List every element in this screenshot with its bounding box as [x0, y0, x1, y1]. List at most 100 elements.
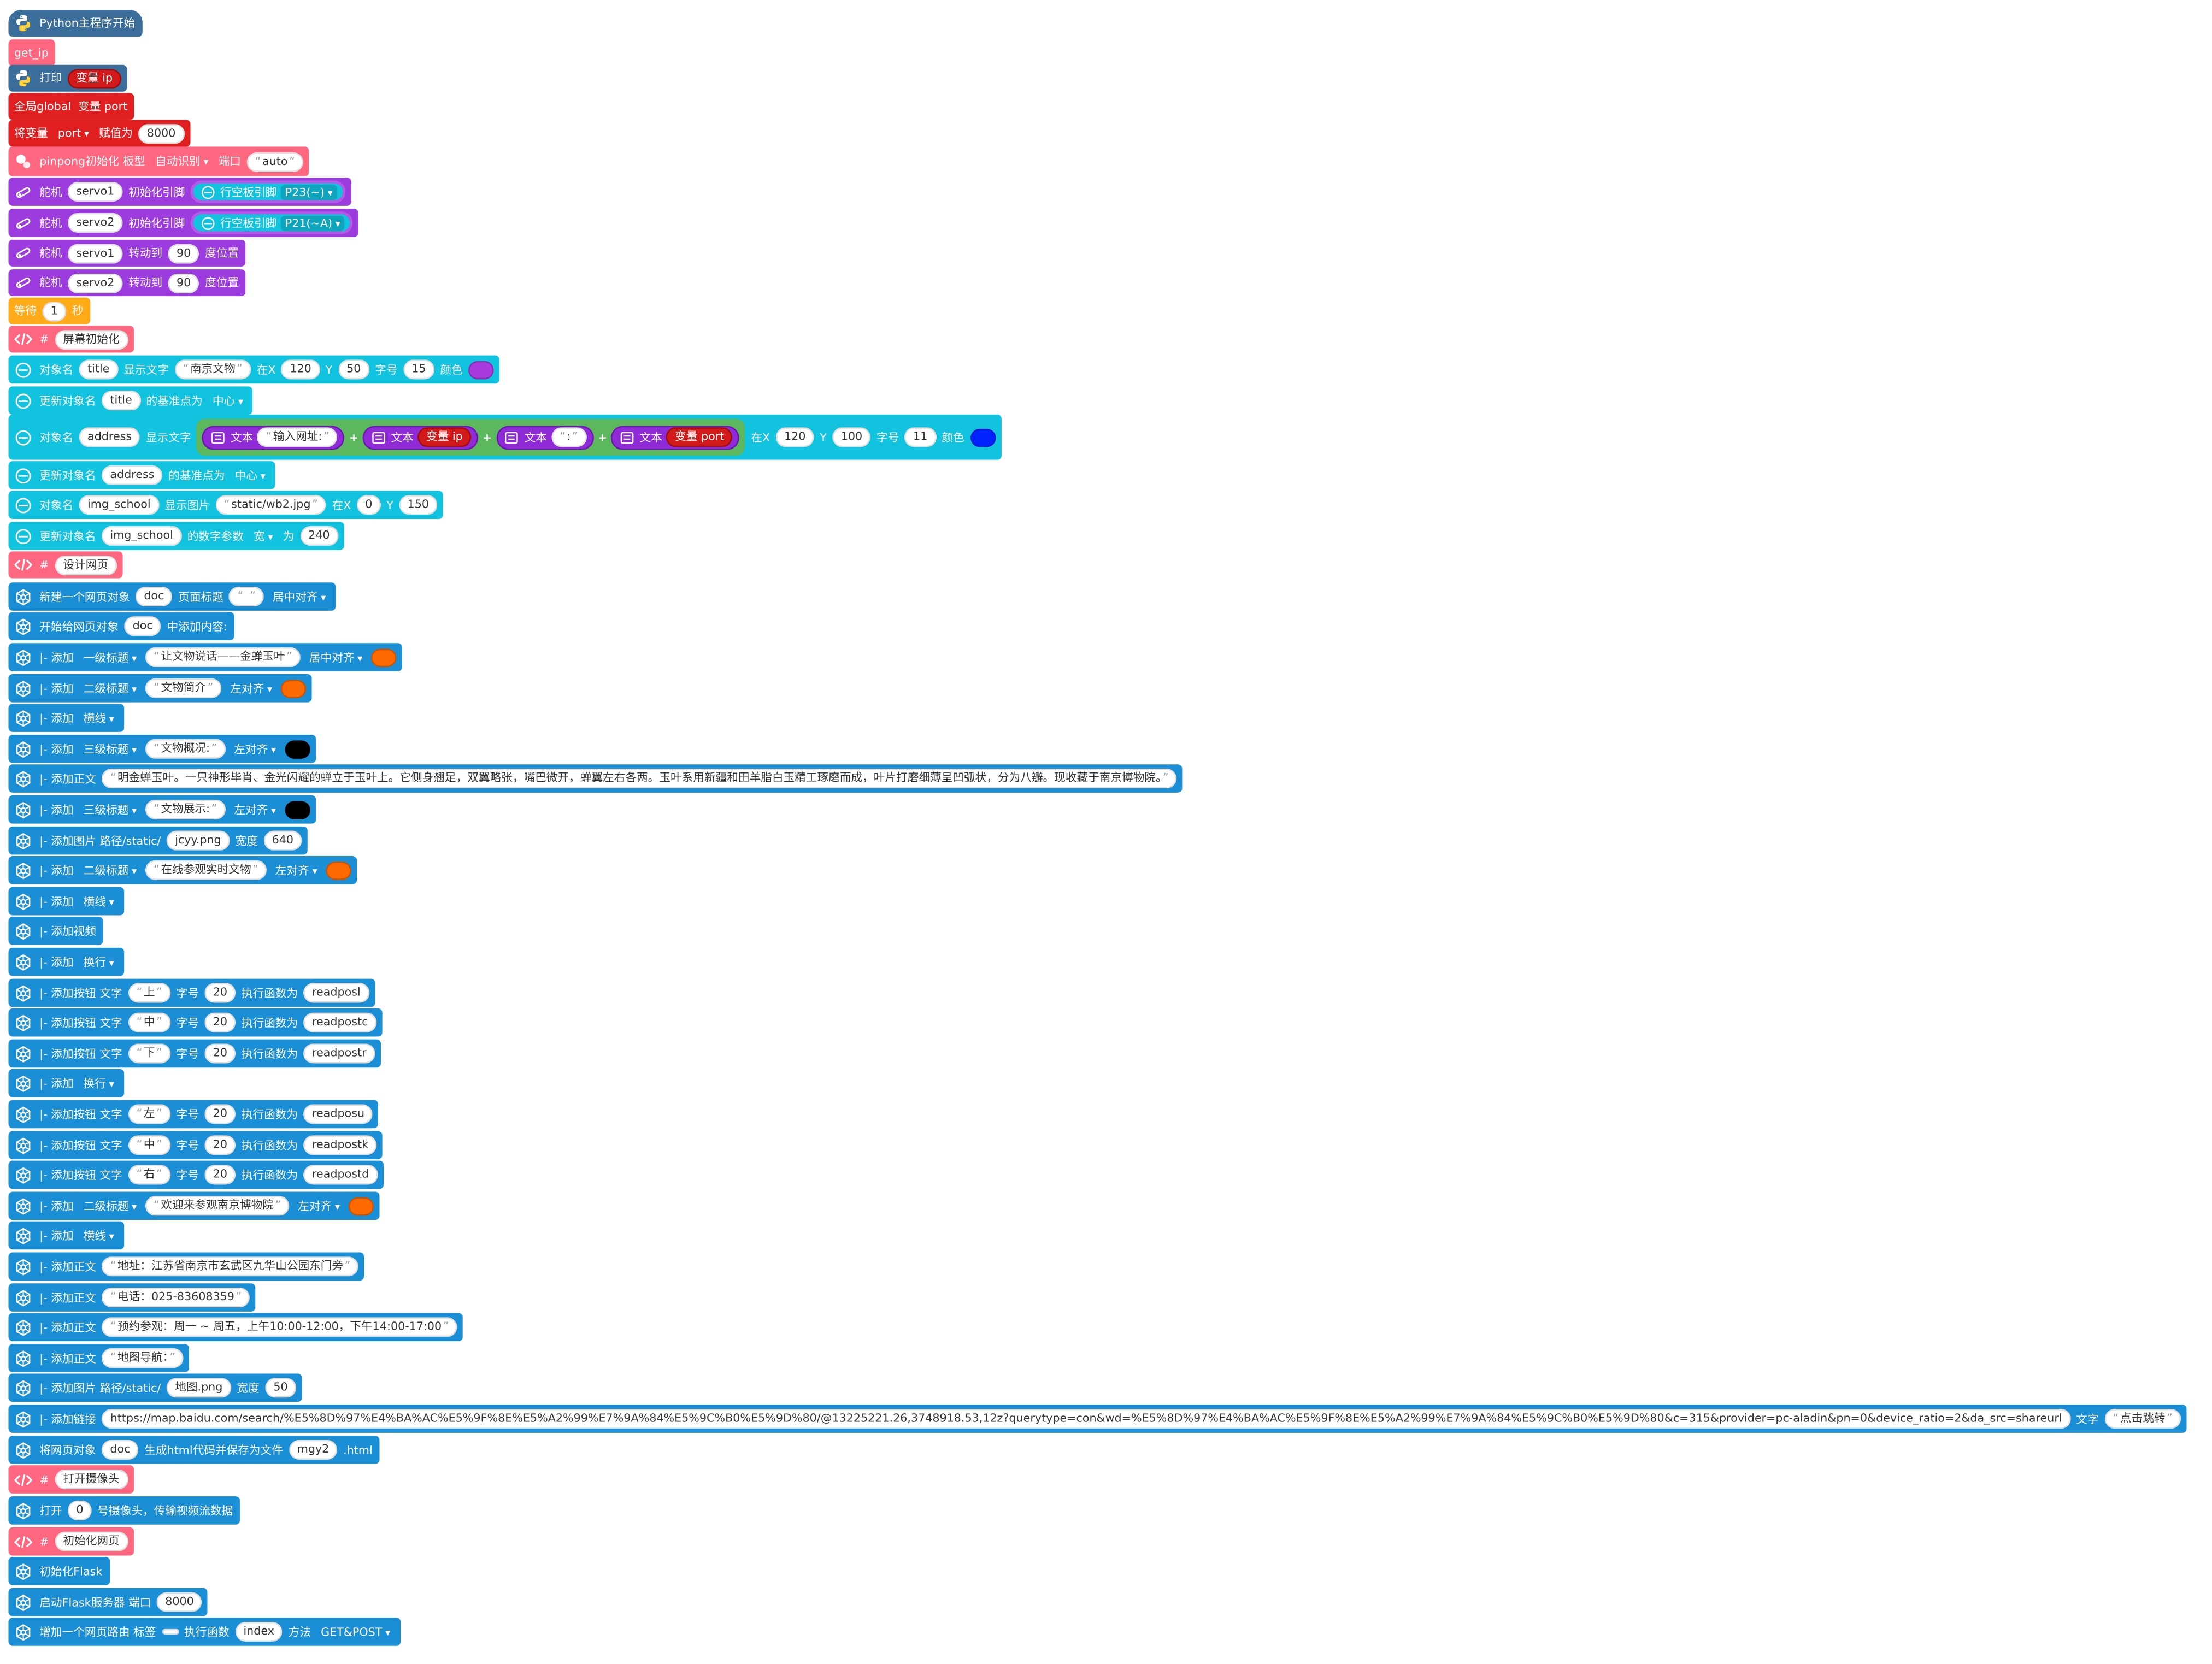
- element-dropdown[interactable]: 横线: [79, 709, 119, 727]
- add-button-block[interactable]: |- 添加按钮 文字中字号20执行函数为readpostk: [8, 1131, 383, 1160]
- font-size-input[interactable]: 20: [204, 1104, 236, 1124]
- add-linebreak-block[interactable]: |- 添加换行: [8, 947, 124, 976]
- comment-input[interactable]: 打开摄像头: [54, 1470, 128, 1490]
- heading-text-input[interactable]: 让文物说话——金蝉玉叶: [145, 647, 301, 668]
- add-button-block[interactable]: |- 添加按钮 文字中字号20执行函数为readpostc: [8, 1008, 383, 1037]
- color-picker[interactable]: [969, 428, 996, 447]
- display-text-address-block[interactable]: 对象名 address 显示文字 文本 输入网址: + 文本 变量 ip + 文…: [8, 414, 1001, 460]
- python-main-start-block[interactable]: Python主程序开始: [8, 10, 143, 37]
- update-anchor-block[interactable]: 更新对象名 address 的基准点为 中心: [8, 461, 275, 489]
- font-size-input[interactable]: 15: [403, 359, 435, 380]
- set-variable-block[interactable]: 将变量 port 赋值为 8000: [8, 120, 190, 147]
- comment-block[interactable]: # 屏幕初始化: [8, 326, 134, 353]
- servo-name-input[interactable]: servo2: [67, 213, 123, 233]
- anchor-dropdown[interactable]: 中心: [208, 391, 248, 410]
- image-file-input[interactable]: 地图.png: [166, 1378, 231, 1398]
- element-dropdown[interactable]: 横线: [79, 892, 119, 911]
- title-input[interactable]: [229, 586, 264, 607]
- add-heading3-block[interactable]: |- 添加三级标题文物概况:左对齐: [8, 735, 316, 763]
- update-number-param-block[interactable]: 更新对象名 img_school 的数字参数 宽 为 240: [8, 522, 344, 550]
- add-heading1-block[interactable]: |- 添加一级标题让文物说话——金蝉玉叶居中对齐: [8, 643, 402, 671]
- color-picker[interactable]: [468, 360, 494, 379]
- pin-dropdown[interactable]: P23(~): [281, 184, 337, 200]
- paragraph-input[interactable]: 地址：江苏省南京市玄武区九华山公园东门旁: [102, 1256, 359, 1277]
- comment-input[interactable]: 设计网页: [54, 554, 117, 575]
- get-ip-block[interactable]: get_ip: [8, 39, 56, 67]
- add-paragraph-block[interactable]: |- 添加正文预约参观：周一 ~ 周五，上午10:00-12:00，下午14:0…: [8, 1313, 463, 1342]
- font-size-input[interactable]: 11: [904, 427, 936, 447]
- color-picker[interactable]: [284, 740, 310, 758]
- object-name-input[interactable]: title: [101, 391, 141, 411]
- object-name-input[interactable]: address: [101, 465, 163, 486]
- width-input[interactable]: 50: [264, 1378, 297, 1398]
- variable-port-reporter[interactable]: 变量 port: [78, 100, 128, 113]
- add-button-block[interactable]: |- 添加按钮 文字上字号20执行函数为readposl: [8, 978, 375, 1007]
- x-input[interactable]: 120: [281, 359, 320, 380]
- add-paragraph-block[interactable]: |- 添加正文地图导航：: [8, 1344, 190, 1372]
- align-dropdown[interactable]: 左对齐: [230, 800, 280, 819]
- color-picker[interactable]: [370, 648, 397, 666]
- font-size-input[interactable]: 20: [204, 1012, 236, 1032]
- image-file-input[interactable]: jcyy.png: [166, 830, 230, 851]
- heading-level-dropdown[interactable]: 二级标题: [79, 861, 141, 880]
- x-input[interactable]: 120: [775, 427, 814, 447]
- heading-level-dropdown[interactable]: 三级标题: [79, 740, 141, 758]
- link-text-input[interactable]: 点击跳转: [2104, 1409, 2181, 1429]
- value-input[interactable]: 8000: [138, 123, 184, 144]
- add-paragraph-block[interactable]: |- 添加正文地址：江苏省南京市玄武区九华山公园东门旁: [8, 1252, 365, 1281]
- text-input[interactable]: 输入网址:: [257, 427, 338, 447]
- route-tag-input[interactable]: [161, 1628, 179, 1635]
- add-heading2-block[interactable]: |- 添加二级标题文物简介左对齐: [8, 674, 312, 703]
- add-paragraph-block[interactable]: |- 添加正文电话：025-83608359: [8, 1283, 256, 1312]
- heading-level-dropdown[interactable]: 一级标题: [79, 648, 141, 666]
- add-video-block[interactable]: |- 添加视频: [8, 917, 103, 945]
- paragraph-input[interactable]: 预约参观：周一 ~ 周五，上午10:00-12:00，下午14:00-17:00: [102, 1317, 458, 1337]
- print-block[interactable]: 打印 变量 ip: [8, 64, 127, 92]
- add-heading2-block[interactable]: |- 添加二级标题欢迎来参观南京博物院左对齐: [8, 1191, 380, 1220]
- filename-input[interactable]: mgy2: [289, 1439, 338, 1460]
- align-dropdown[interactable]: 左对齐: [293, 1196, 344, 1215]
- seconds-input[interactable]: 1: [42, 301, 67, 321]
- element-dropdown[interactable]: 换行: [79, 953, 119, 971]
- variable-port-reporter[interactable]: 变量 port: [666, 427, 733, 447]
- heading-text-input[interactable]: 文物展示:: [145, 799, 226, 819]
- display-text-block[interactable]: 对象名 title 显示文字 南京文物 在X 120 Y 50 字号 15 颜色: [8, 355, 499, 384]
- servo1-init-block[interactable]: 舵机 servo1 初始化引脚 行空板引脚 P23(~): [8, 178, 351, 206]
- url-input[interactable]: https://map.baidu.com/search/%E5%8D%97%E…: [102, 1409, 2071, 1429]
- button-text-input[interactable]: 中: [128, 1012, 171, 1032]
- heading-level-dropdown[interactable]: 二级标题: [79, 1196, 141, 1215]
- board-dropdown[interactable]: 自动识别: [151, 152, 213, 171]
- y-input[interactable]: 100: [832, 427, 871, 447]
- pin-selector[interactable]: 行空板引脚 P23(~): [190, 180, 346, 203]
- text-reporter[interactable]: 文本 变量 ip: [362, 425, 479, 450]
- align-dropdown[interactable]: 居中对齐: [268, 587, 330, 606]
- y-input[interactable]: 50: [338, 359, 369, 380]
- object-input[interactable]: doc: [124, 616, 162, 636]
- button-text-input[interactable]: 上: [128, 983, 171, 1003]
- font-size-input[interactable]: 20: [204, 983, 236, 1003]
- flask-init-block[interactable]: 初始化Flask: [8, 1557, 110, 1585]
- comment-block[interactable]: #初始化网页: [8, 1527, 134, 1556]
- servo-name-input[interactable]: servo1: [67, 182, 123, 202]
- align-dropdown[interactable]: 左对齐: [230, 740, 280, 758]
- add-button-block[interactable]: |- 添加按钮 文字左字号20执行函数为readposu: [8, 1100, 379, 1129]
- font-size-input[interactable]: 20: [204, 1043, 236, 1064]
- variable-ip-reporter[interactable]: 变量 ip: [67, 68, 121, 88]
- object-name-input[interactable]: img_school: [79, 495, 160, 515]
- comment-input[interactable]: 屏幕初始化: [54, 329, 128, 349]
- servo2-turn-block[interactable]: 舵机 servo2 转动到 90 度位置: [8, 269, 246, 297]
- heading-level-dropdown[interactable]: 二级标题: [79, 679, 141, 698]
- function-input[interactable]: readpostk: [303, 1135, 377, 1155]
- join-text-expression[interactable]: 文本 输入网址: + 文本 变量 ip + 文本 : + 文本 变量 port: [196, 418, 746, 456]
- x-input[interactable]: 0: [356, 495, 381, 515]
- text-reporter[interactable]: 文本 变量 port: [611, 425, 740, 450]
- color-picker[interactable]: [284, 800, 310, 819]
